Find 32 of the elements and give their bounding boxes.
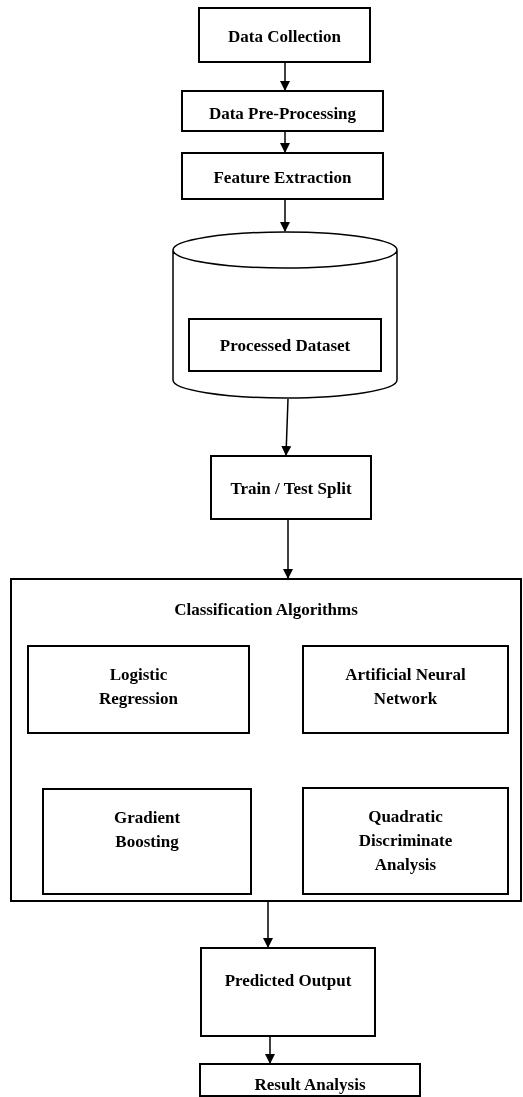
box-label: Classification Algorithms	[173, 599, 359, 621]
box-label: Predicted Output	[223, 970, 353, 992]
box-label: Data Collection	[227, 26, 342, 48]
process-box	[27, 645, 250, 734]
box-label: Artificial Neural Network	[344, 664, 467, 710]
box-label: Gradient Boosting	[112, 807, 182, 853]
arrow	[283, 519, 293, 579]
arrow	[280, 199, 290, 232]
box-label: Logistic Regression	[98, 664, 179, 710]
box-label: Processed Dataset	[218, 335, 352, 357]
box-label: Train / Test Split	[229, 478, 353, 500]
process-box	[42, 788, 252, 895]
process-box	[198, 7, 371, 63]
box-label: Data Pre-Processing	[207, 103, 358, 125]
arrow	[265, 1036, 275, 1064]
arrow	[281, 398, 292, 456]
box-label: Result Analysis	[253, 1074, 367, 1096]
process-box	[188, 318, 382, 372]
arrow	[280, 131, 290, 153]
process-box	[181, 152, 384, 200]
process-box	[210, 455, 372, 520]
group-box	[10, 578, 522, 902]
process-box	[199, 1063, 421, 1097]
process-box	[181, 90, 384, 132]
box-label: Quadratic Discriminate Analysis	[357, 806, 454, 876]
arrow	[263, 901, 273, 948]
process-box	[200, 947, 376, 1037]
arrow	[280, 62, 290, 91]
process-box	[302, 787, 509, 895]
box-label: Feature Extraction	[212, 167, 353, 189]
database-cylinder	[172, 231, 398, 399]
process-box	[302, 645, 509, 734]
